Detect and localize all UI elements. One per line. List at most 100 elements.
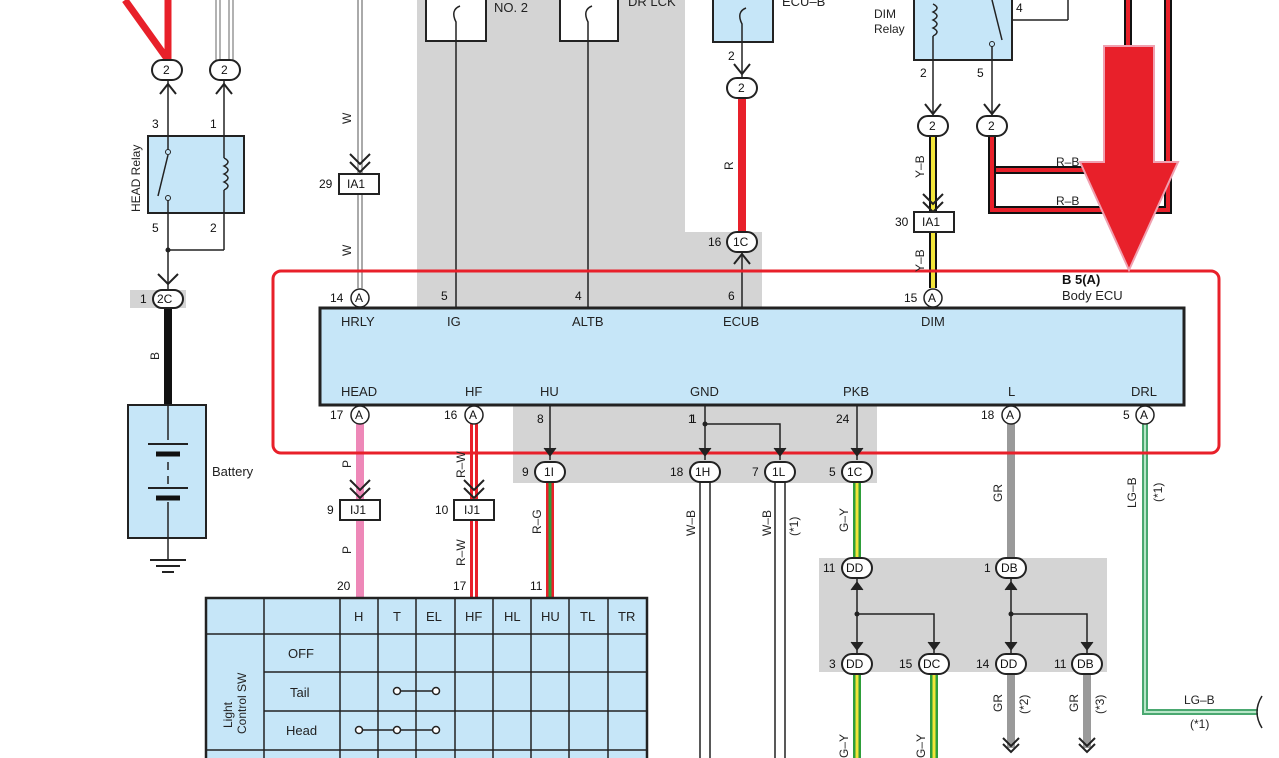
- svg-text:R: R: [722, 161, 736, 170]
- svg-text:G–Y: G–Y: [837, 734, 851, 758]
- svg-text:29: 29: [319, 177, 333, 191]
- svg-text:18: 18: [981, 408, 995, 422]
- svg-text:Control SW: Control SW: [235, 672, 249, 734]
- fuse-ecub-label: ECU–B: [782, 0, 825, 9]
- svg-text:OFF: OFF: [288, 646, 314, 661]
- svg-text:2: 2: [210, 221, 217, 235]
- svg-text:1: 1: [984, 561, 991, 575]
- svg-text:(*1): (*1): [787, 517, 801, 536]
- svg-text:7: 7: [752, 465, 759, 479]
- svg-text:5: 5: [977, 66, 984, 80]
- svg-text:30: 30: [895, 215, 909, 229]
- svg-text:11: 11: [1054, 657, 1067, 671]
- svg-text:15: 15: [899, 657, 913, 671]
- svg-text:R–B: R–B: [1056, 194, 1079, 208]
- dim-relay-label-2: Relay: [874, 22, 905, 36]
- fuse-ecub: [712, 0, 774, 43]
- svg-text:EL: EL: [426, 609, 442, 624]
- ecu-pin-head: HEAD: [341, 384, 377, 399]
- svg-text:A: A: [1140, 408, 1148, 422]
- svg-text:3: 3: [152, 117, 159, 131]
- svg-text:1C: 1C: [733, 235, 749, 249]
- svg-text:A: A: [355, 291, 363, 305]
- ecu-pin-dim: DIM: [921, 314, 945, 329]
- svg-text:DB: DB: [1001, 561, 1018, 575]
- svg-text:A: A: [355, 408, 363, 422]
- svg-text:(*3): (*3): [1093, 695, 1107, 714]
- svg-text:W–B: W–B: [684, 510, 698, 536]
- svg-text:4: 4: [575, 289, 582, 303]
- ecu-pin-altb: ALTB: [572, 314, 604, 329]
- svg-text:HU: HU: [541, 609, 560, 624]
- svg-text:4: 4: [1016, 1, 1023, 15]
- ecu-code: B 5(A): [1062, 272, 1100, 287]
- fuse-drlck: [559, 0, 619, 42]
- svg-text:R–B: R–B: [1056, 155, 1079, 169]
- svg-text:IA1: IA1: [922, 215, 940, 229]
- svg-text:1: 1: [140, 292, 147, 306]
- svg-text:1L: 1L: [772, 465, 786, 479]
- svg-text:DD: DD: [1000, 657, 1018, 671]
- ecu-pin-hf: HF: [465, 384, 482, 399]
- svg-text:(*1): (*1): [1151, 483, 1165, 502]
- svg-text:1H: 1H: [695, 465, 710, 479]
- svg-text:GR: GR: [991, 694, 1005, 712]
- battery: [127, 404, 207, 539]
- svg-text:P: P: [340, 546, 354, 554]
- svg-text:10: 10: [435, 503, 449, 517]
- svg-text:17: 17: [453, 579, 467, 593]
- svg-text:11: 11: [823, 561, 836, 575]
- ecu-highlight-frame: [271, 269, 1221, 455]
- svg-text:B: B: [148, 352, 162, 360]
- svg-text:HF: HF: [465, 609, 482, 624]
- ecu-pin-gnd: GND: [690, 384, 719, 399]
- svg-text:2: 2: [929, 119, 936, 133]
- svg-text:1: 1: [688, 412, 695, 426]
- svg-text:8: 8: [537, 412, 544, 426]
- svg-text:TL: TL: [580, 609, 595, 624]
- svg-text:LG–B: LG–B: [1184, 693, 1215, 707]
- head-relay: [147, 135, 245, 214]
- svg-text:A: A: [1006, 408, 1014, 422]
- svg-text:(*2): (*2): [1017, 695, 1031, 714]
- head-relay-label: HEAD Relay: [129, 145, 143, 212]
- ecu-pin-l: L: [1008, 384, 1015, 399]
- svg-text:16: 16: [444, 408, 458, 422]
- svg-text:A: A: [928, 291, 936, 305]
- svg-text:1I: 1I: [544, 465, 554, 479]
- svg-text:A: A: [469, 408, 477, 422]
- svg-text:T: T: [393, 609, 401, 624]
- svg-text:R–W: R–W: [454, 539, 468, 566]
- svg-text:18: 18: [670, 465, 684, 479]
- svg-text:Y–B: Y–B: [913, 155, 927, 178]
- ecu-pin-hrly: HRLY: [341, 314, 375, 329]
- svg-text:5: 5: [829, 465, 836, 479]
- red-arrow: [1078, 45, 1180, 273]
- svg-text:2C: 2C: [157, 292, 173, 306]
- svg-text:9: 9: [522, 465, 529, 479]
- svg-text:DB: DB: [1077, 657, 1094, 671]
- svg-text:Head: Head: [286, 723, 317, 738]
- svg-text:6: 6: [728, 289, 735, 303]
- svg-text:14: 14: [330, 291, 344, 305]
- ecu-pin-hu: HU: [540, 384, 559, 399]
- svg-text:TR: TR: [618, 609, 635, 624]
- svg-text:W: W: [340, 112, 354, 124]
- ecu-pin-drl: DRL: [1131, 384, 1157, 399]
- svg-text:IJ1: IJ1: [464, 503, 480, 517]
- svg-text:5: 5: [441, 289, 448, 303]
- svg-text:Y–B: Y–B: [913, 249, 927, 272]
- svg-text:DD: DD: [846, 561, 864, 575]
- svg-text:DC: DC: [923, 657, 941, 671]
- svg-text:5: 5: [152, 221, 159, 235]
- svg-text:1: 1: [690, 412, 697, 426]
- ecu-pin-ig: IG: [447, 314, 461, 329]
- svg-text:2: 2: [988, 119, 995, 133]
- svg-text:5: 5: [1123, 408, 1130, 422]
- svg-text:R–W: R–W: [454, 451, 468, 478]
- svg-text:Tail: Tail: [290, 685, 310, 700]
- svg-text:20: 20: [337, 579, 351, 593]
- svg-text:W: W: [340, 244, 354, 256]
- ecu-pin-pkb: PKB: [843, 384, 869, 399]
- svg-text:G–Y: G–Y: [914, 734, 928, 758]
